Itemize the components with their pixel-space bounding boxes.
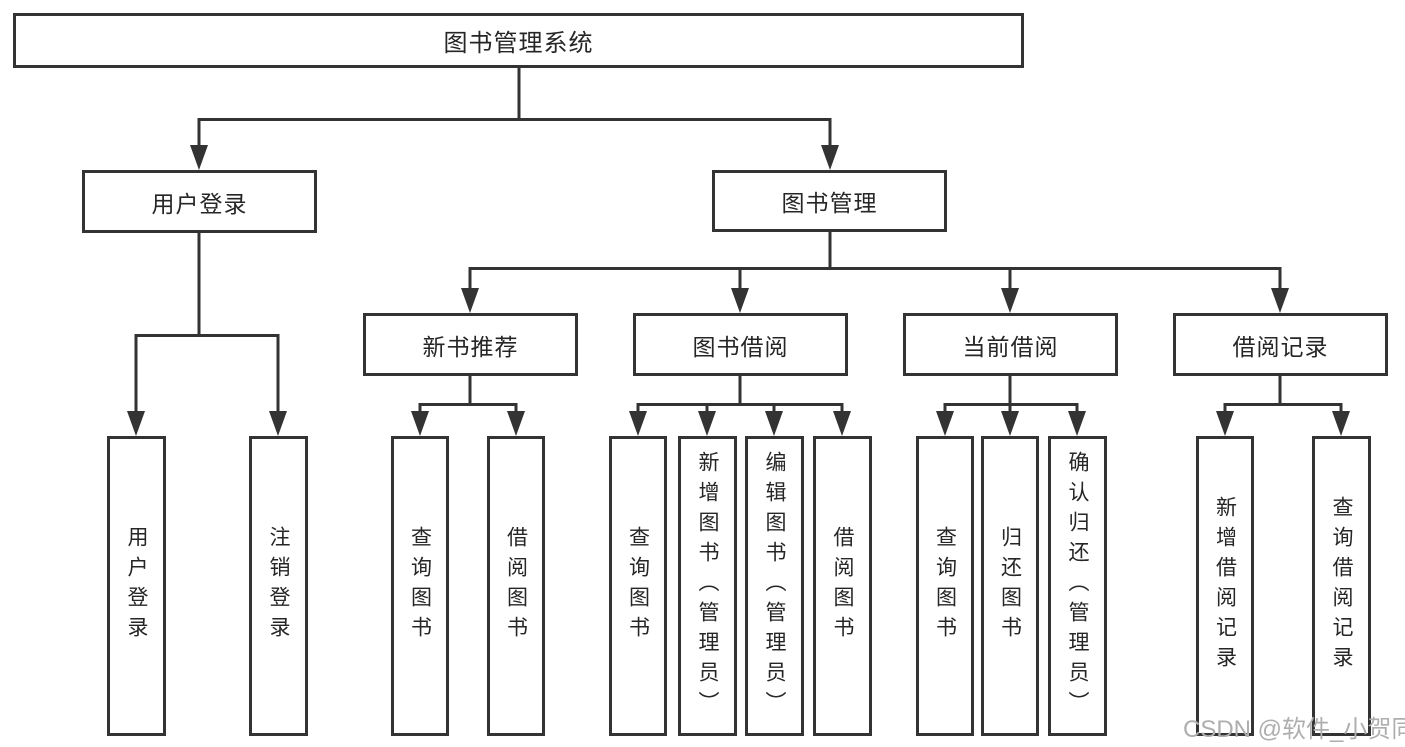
leaf-confirm-return-admin: 确认归还（管理员） <box>1048 436 1107 736</box>
leaf-borrow-books-recommend: 借阅图书 <box>487 436 545 736</box>
node-book-borrow: 图书借阅 <box>633 313 848 376</box>
leaf-edit-book-admin-label: 编辑图书（管理员） <box>763 451 786 721</box>
node-book-management: 图书管理 <box>712 170 947 232</box>
node-borrow-records: 借阅记录 <box>1173 313 1388 376</box>
leaf-query-borrow-record: 查询借阅记录 <box>1312 436 1371 736</box>
node-new-book-recommend: 新书推荐 <box>363 313 578 376</box>
node-user-login: 用户登录 <box>82 170 317 233</box>
node-root: 图书管理系统 <box>13 13 1024 68</box>
leaf-return-book-label: 归还图书 <box>998 526 1022 646</box>
leaf-add-book-admin-label: 新增图书（管理员） <box>696 451 719 721</box>
leaf-query-books-recommend: 查询图书 <box>391 436 449 736</box>
node-current-borrow-label: 当前借阅 <box>962 333 1059 360</box>
leaf-add-borrow-record-label: 新增借阅记录 <box>1213 496 1237 676</box>
leaf-logout-label: 注销登录 <box>267 526 290 646</box>
node-book-borrow-label: 图书借阅 <box>692 333 789 360</box>
leaf-add-book-admin: 新增图书（管理员） <box>678 436 737 736</box>
leaf-return-book: 归还图书 <box>981 436 1039 736</box>
node-user-login-label: 用户登录 <box>151 190 248 217</box>
node-root-label: 图书管理系统 <box>443 30 594 57</box>
watermark-text: CSDN @软件_小贺同学 <box>1183 716 1405 743</box>
node-borrow-records-label: 借阅记录 <box>1232 333 1329 360</box>
node-current-borrow: 当前借阅 <box>903 313 1118 376</box>
leaf-query-books-current-label: 查询图书 <box>933 526 957 646</box>
leaf-query-borrow-record-label: 查询借阅记录 <box>1330 496 1353 676</box>
leaf-query-books-borrow: 查询图书 <box>609 436 667 736</box>
node-new-book-recommend-label: 新书推荐 <box>422 333 519 360</box>
leaf-confirm-return-admin-label: 确认归还（管理员） <box>1066 451 1089 721</box>
leaf-user-login-label: 用户登录 <box>125 526 148 646</box>
leaf-borrow-books-borrow-label: 借阅图书 <box>831 526 854 646</box>
leaf-add-borrow-record: 新增借阅记录 <box>1196 436 1254 736</box>
leaf-query-books-recommend-label: 查询图书 <box>408 526 432 646</box>
leaf-borrow-books-borrow: 借阅图书 <box>813 436 872 736</box>
node-book-management-label: 图书管理 <box>781 190 878 216</box>
leaf-edit-book-admin: 编辑图书（管理员） <box>745 436 804 736</box>
leaf-borrow-books-recommend-label: 借阅图书 <box>504 526 528 646</box>
leaf-user-login: 用户登录 <box>107 436 166 736</box>
leaf-query-books-borrow-label: 查询图书 <box>626 526 650 646</box>
leaf-query-books-current: 查询图书 <box>916 436 974 736</box>
leaf-logout: 注销登录 <box>249 436 308 736</box>
